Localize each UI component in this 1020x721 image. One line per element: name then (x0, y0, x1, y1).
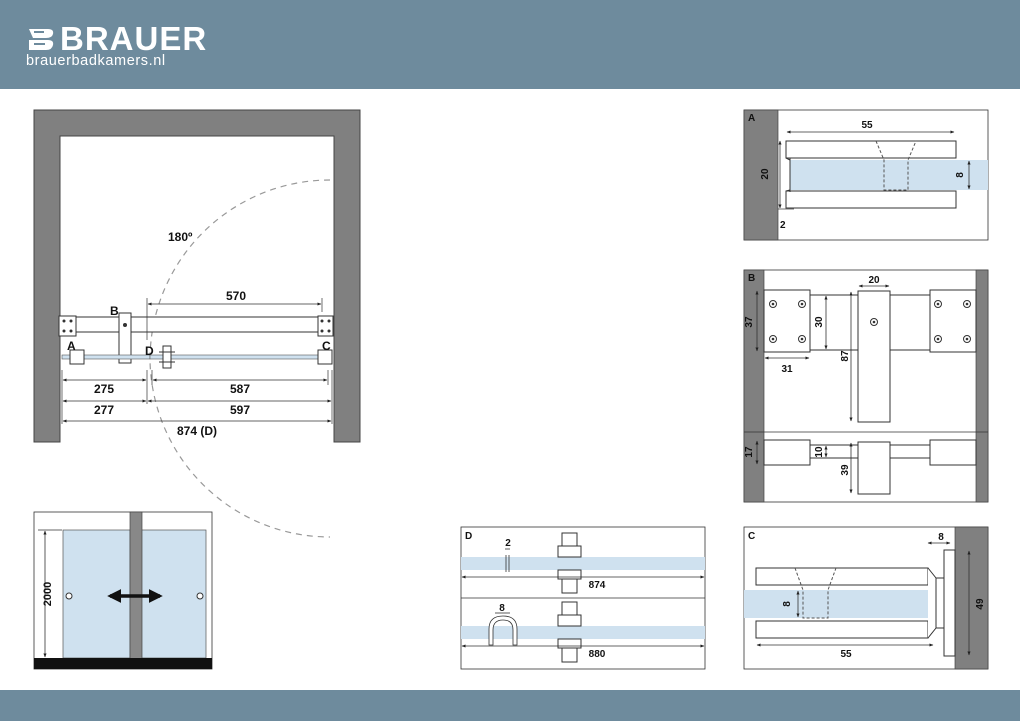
detail-c-dim-55: 55 (840, 649, 852, 660)
page-footer (0, 690, 1020, 721)
detail-c-dim-8: 8 (782, 601, 793, 607)
detail-c-label: C (748, 531, 755, 542)
detail-a-dim-55: 55 (861, 120, 873, 131)
detail-b-wall-left (743, 269, 765, 503)
dim-570: 570 (226, 289, 246, 303)
dim-587: 587 (230, 382, 250, 396)
elevation-view: 2000 (33, 511, 213, 670)
marker-a: A (67, 339, 76, 353)
dim-597: 597 (230, 403, 250, 417)
handle (162, 345, 172, 369)
detail-d-dim-880: 880 (589, 649, 606, 660)
detail-b-dim-20: 20 (868, 275, 880, 286)
detail-a-dim-2: 2 (780, 220, 786, 231)
brand-logo: BRAUER (26, 22, 207, 56)
dim-275: 275 (94, 382, 114, 396)
detail-b-dim-30: 30 (814, 316, 825, 328)
marker-c: C (322, 339, 331, 353)
detail-b-dim-17: 17 (744, 446, 755, 458)
detail-b-dim-10: 10 (814, 446, 825, 458)
brand-website: brauerbadkamers.nl (26, 53, 166, 69)
detail-b-dim-37: 37 (744, 316, 755, 328)
marker-d: D (145, 344, 154, 358)
detail-d-dim-874: 874 (589, 580, 606, 591)
detail-d-dim-8: 8 (499, 603, 505, 614)
detail-d-dim-2: 2 (505, 538, 511, 549)
roller-b (118, 312, 132, 364)
brand-name: BRAUER (60, 20, 208, 57)
detail-a-wall (743, 109, 779, 241)
detail-a: A 55 20 8 2 (743, 109, 989, 241)
elevation-wall-post (129, 511, 143, 660)
detail-c-dim-49: 49 (975, 598, 986, 610)
detail-b-dim-31: 31 (781, 364, 793, 375)
detail-c-dim-8-top: 8 (938, 532, 944, 543)
elevation-floor (34, 658, 212, 669)
detail-c-wall (954, 526, 989, 670)
brand-icon (29, 29, 54, 50)
detail-c: C 8 8 49 55 (743, 526, 989, 670)
plan-view: 180º A B C D 570 (33, 109, 361, 538)
dim-height: 2000 (42, 582, 54, 606)
marker-b: B (110, 304, 119, 318)
rail (61, 316, 333, 333)
detail-a-label: A (748, 113, 755, 124)
detail-a-dim-8: 8 (955, 172, 966, 178)
detail-b-wall-right (975, 269, 989, 503)
detail-b: B 20 37 30 87 31 (743, 269, 989, 503)
detail-a-dim-20: 20 (760, 168, 771, 180)
detail-b-dim-87: 87 (840, 350, 851, 362)
rail-bracket-left (58, 315, 77, 337)
rail-bracket-right (317, 315, 334, 337)
page-header: BRAUER brauerbadkamers.nl (0, 0, 1020, 89)
elevation-glass-left (62, 529, 140, 659)
detail-d: D 2 874 8 880 (460, 526, 706, 670)
detail-b-label: B (748, 273, 755, 284)
plan-wall (33, 109, 361, 443)
glass-sliding (149, 354, 331, 360)
detail-d-label: D (465, 531, 472, 542)
swing-arc (149, 179, 331, 538)
swing-angle-label: 180º (168, 230, 193, 244)
detail-b-dim-39: 39 (840, 464, 851, 476)
dim-277: 277 (94, 403, 114, 417)
dim-874d: 874 (D) (177, 424, 217, 438)
